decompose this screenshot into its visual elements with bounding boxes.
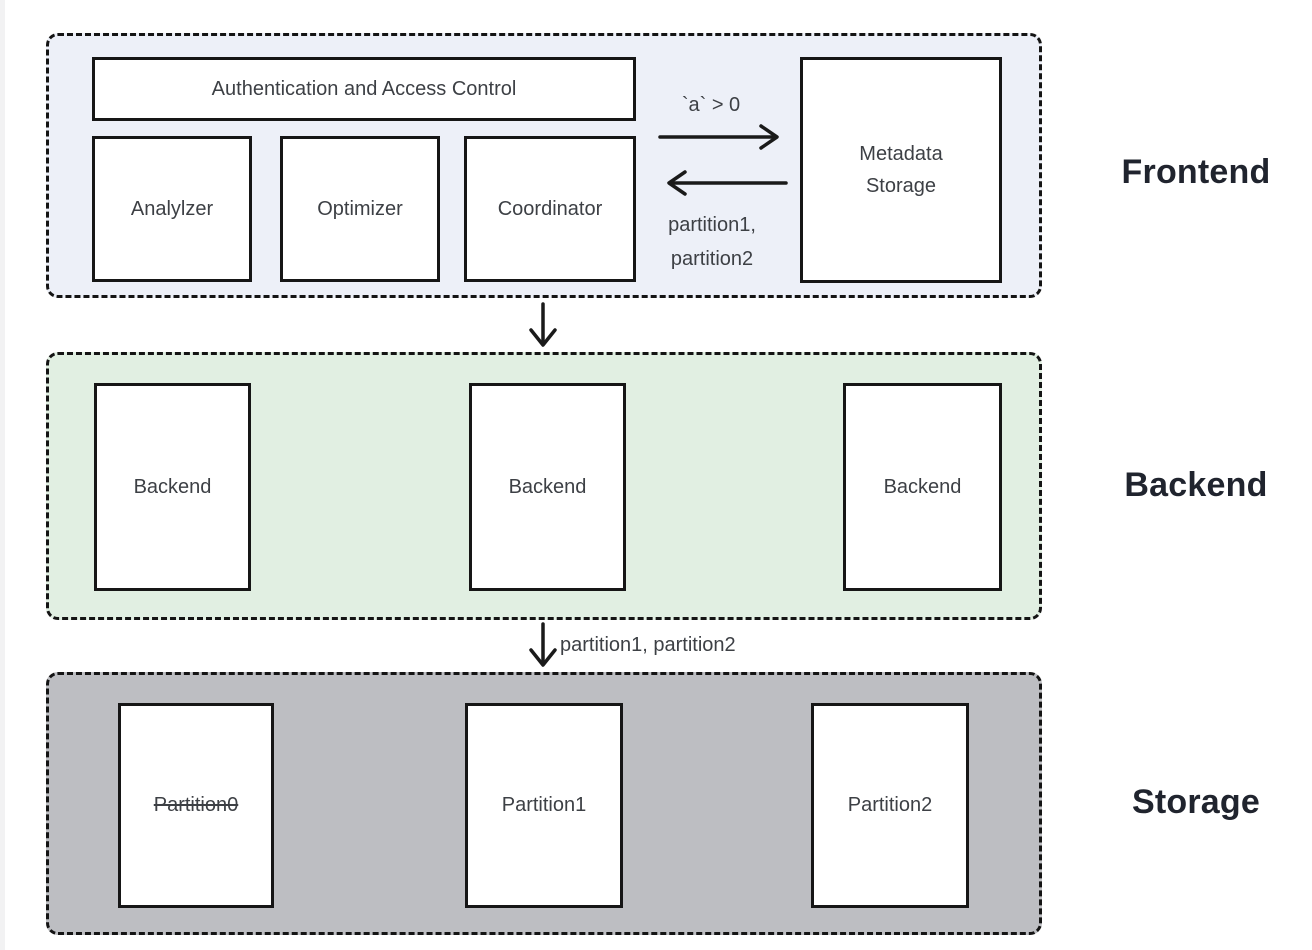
partition-box-label: Partition0 bbox=[153, 794, 239, 816]
condition-arrow-label: `a` > 0 bbox=[681, 94, 741, 116]
partition-box-1: Partition1 bbox=[465, 703, 623, 908]
module-box-analylzer: Analylzer bbox=[92, 136, 252, 282]
backend-node-label: Backend bbox=[133, 475, 212, 498]
backend-to-storage-arrow-label: partition1, partition2 bbox=[560, 634, 736, 656]
partition-box-0: Partition0 bbox=[118, 703, 274, 908]
coordinator-to-metadata-arrow bbox=[658, 124, 779, 150]
backend-node-label: Backend bbox=[883, 475, 962, 498]
module-box-label: Optimizer bbox=[317, 197, 403, 220]
backend-to-storage-arrow bbox=[529, 622, 557, 667]
module-box-label: Analylzer bbox=[130, 197, 214, 220]
auth-box-label: Authentication and Access Control bbox=[211, 77, 517, 100]
metadata-storage-box: Metadata Storage bbox=[800, 57, 1002, 283]
module-box-label: Coordinator bbox=[497, 197, 603, 220]
frontend-group: Authentication and Access Control Analyl… bbox=[46, 33, 1042, 298]
backend-node: Backend bbox=[94, 383, 251, 591]
layer-label-backend: Backend bbox=[1124, 466, 1268, 504]
storage-group: Partition0 Partition1 Partition2 bbox=[46, 672, 1042, 935]
backend-node: Backend bbox=[843, 383, 1002, 591]
backend-node-label: Backend bbox=[508, 475, 587, 498]
backend-group: Backend Backend Backend bbox=[46, 352, 1042, 620]
layer-label-storage: Storage bbox=[1132, 783, 1260, 821]
backend-node: Backend bbox=[469, 383, 626, 591]
returned-partitions-label: partition1, partition2 bbox=[668, 214, 756, 270]
partition-box-label: Partition2 bbox=[847, 794, 933, 816]
metadata-storage-label: Metadata Storage bbox=[859, 143, 943, 197]
layer-label-frontend: Frontend bbox=[1121, 153, 1271, 191]
auth-box: Authentication and Access Control bbox=[92, 57, 636, 121]
partition-box-label: Partition1 bbox=[501, 794, 587, 816]
module-box-coordinator: Coordinator bbox=[464, 136, 636, 282]
module-box-optimizer: Optimizer bbox=[280, 136, 440, 282]
partition-box-2: Partition2 bbox=[811, 703, 969, 908]
page-left-edge bbox=[0, 0, 5, 950]
metadata-to-coordinator-arrow bbox=[667, 170, 788, 196]
frontend-to-backend-arrow bbox=[529, 302, 557, 347]
